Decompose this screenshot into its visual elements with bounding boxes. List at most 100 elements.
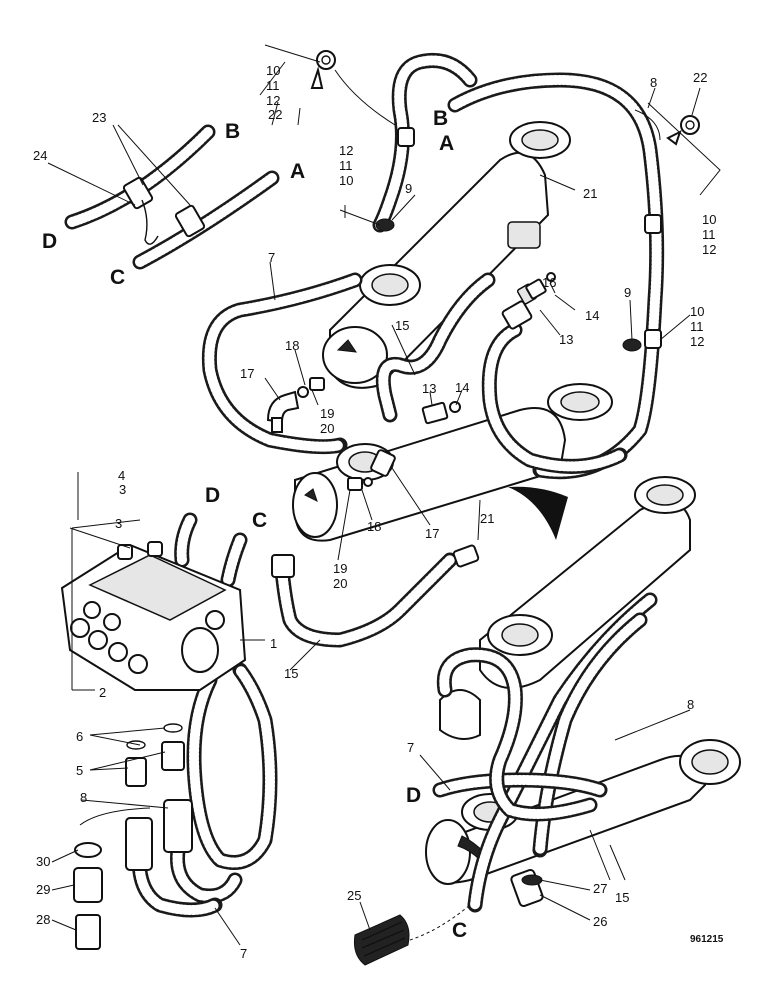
- callout-11: 11: [702, 227, 716, 242]
- hoses: [131, 53, 665, 918]
- lower-cylinder-top: [439, 476, 696, 740]
- fitting-18-mid: [347, 477, 373, 491]
- control-valve-block: [60, 541, 247, 691]
- callout-21: 21: [583, 186, 597, 201]
- fitting-18: [297, 377, 325, 398]
- callout-19: 19: [320, 406, 334, 421]
- callout-22: 22: [268, 107, 282, 122]
- callout-12: 12: [339, 143, 353, 158]
- callout-11: 11: [690, 319, 704, 334]
- callout-22: 22: [693, 70, 707, 85]
- hose-tee-assembly: [64, 124, 280, 270]
- fitting-13-upper: [501, 283, 538, 330]
- callout-7: 7: [407, 740, 414, 755]
- label-d-tee: D: [42, 230, 57, 253]
- callout-10: 10: [266, 63, 280, 78]
- leader-lines: [47, 44, 721, 946]
- callout-6: 6: [76, 729, 83, 744]
- callout-30: 30: [36, 854, 50, 869]
- callout-14: 14: [455, 380, 469, 395]
- callout-15: 15: [395, 318, 409, 333]
- callout-20: 20: [333, 576, 347, 591]
- callout-9: 9: [624, 285, 631, 300]
- callout-4: 4: [118, 468, 125, 483]
- callout-18: 18: [367, 519, 381, 534]
- hose-sleeve: [644, 329, 662, 349]
- label-b-hose: B: [433, 107, 448, 130]
- callout-7: 7: [240, 946, 247, 961]
- label-c-valve: C: [252, 509, 267, 532]
- callout-11: 11: [266, 78, 280, 93]
- washer-27: [521, 874, 543, 886]
- callout-21: 21: [480, 511, 494, 526]
- callout-17: 17: [240, 366, 254, 381]
- callout-12: 12: [266, 93, 280, 108]
- callout-2: 2: [99, 685, 106, 700]
- callout-28: 28: [36, 912, 50, 927]
- callout-27: 27: [593, 881, 607, 896]
- callout-25: 25: [347, 888, 361, 903]
- callout-13: 13: [559, 332, 573, 347]
- fitting-13-mid: [421, 401, 461, 425]
- callout-29: 29: [36, 882, 50, 897]
- sleeve-25: [354, 914, 410, 966]
- label-a-hose: A: [439, 132, 454, 155]
- callout-9: 9: [405, 181, 412, 196]
- label-c-tee: C: [110, 266, 125, 289]
- washer-30: [74, 842, 102, 858]
- callout-10: 10: [702, 212, 716, 227]
- drawing-reference-number: 961215: [690, 934, 724, 945]
- clip-22-left: [310, 50, 336, 89]
- callout-23: 23: [92, 110, 106, 125]
- callout-12: 12: [702, 242, 716, 257]
- label-d-lower: D: [406, 784, 421, 807]
- callout-11: 11: [339, 158, 353, 173]
- label-c-lower: C: [452, 919, 467, 942]
- callout-8: 8: [687, 697, 694, 712]
- union-29: [73, 867, 103, 903]
- hose-sleeve: [397, 127, 415, 147]
- callout-10: 10: [339, 173, 353, 188]
- clip-9-upper: [375, 218, 395, 232]
- label-d-valve: D: [205, 484, 220, 507]
- callout-20: 20: [320, 421, 334, 436]
- fitting-17-mid: [370, 449, 396, 477]
- callout-13: 13: [422, 381, 436, 396]
- fitting-16: [525, 272, 556, 300]
- fitting-21: [452, 544, 480, 568]
- label-b-tee: B: [225, 120, 240, 143]
- callout-17: 17: [425, 526, 439, 541]
- hose-end-8-right: [163, 799, 193, 853]
- callout-8: 8: [80, 790, 87, 805]
- callout-15: 15: [284, 666, 298, 681]
- callout-19: 19: [333, 561, 347, 576]
- elbow-17: [266, 390, 300, 433]
- adapter-28: [75, 914, 101, 950]
- adapter-5-right: [161, 723, 185, 771]
- clip-9-right: [622, 338, 642, 352]
- callout-24: 24: [33, 148, 47, 163]
- callout-10: 10: [690, 304, 704, 319]
- adapter-5-left: [125, 740, 147, 787]
- hose-sleeve: [644, 214, 662, 234]
- callout-8: 8: [650, 75, 657, 90]
- callout-26: 26: [593, 914, 607, 929]
- callout-14: 14: [585, 308, 599, 323]
- callout-3: 3: [115, 516, 122, 531]
- hose-end-8-left: [125, 817, 153, 871]
- clip-22-right: [666, 115, 700, 146]
- direction-arrow: [508, 486, 568, 540]
- upper-cylinder: [322, 121, 571, 389]
- fitting-26: [510, 868, 544, 908]
- callout-15: 15: [615, 890, 629, 905]
- callout-18: 18: [285, 338, 299, 353]
- callout-16: 16: [542, 275, 556, 290]
- callout-7: 7: [268, 250, 275, 265]
- callout-labels: 1 2 3 3 4 5 6 7 7 7 8 8 8 9 9 10 11 12 1…: [33, 63, 716, 961]
- label-a-tee: A: [290, 160, 305, 183]
- hose-letter-labels: B A D C B A D C D C: [42, 107, 467, 942]
- callout-1: 1: [270, 636, 277, 651]
- fitting-15-end: [271, 554, 295, 578]
- callout-5: 5: [76, 763, 83, 778]
